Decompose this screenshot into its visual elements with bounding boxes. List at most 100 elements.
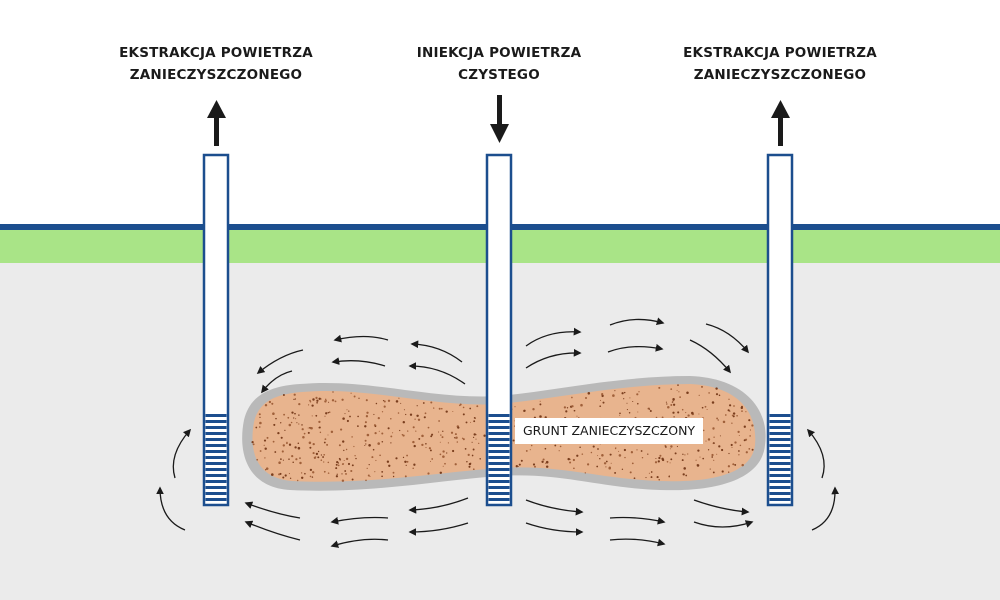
- speckle: [336, 461, 339, 464]
- flow-arrow: [609, 317, 665, 326]
- speckle: [354, 455, 356, 457]
- speckle: [309, 401, 312, 403]
- speckle: [298, 423, 300, 425]
- speckle: [473, 416, 476, 419]
- speckle: [661, 457, 664, 461]
- speckle: [708, 392, 710, 394]
- screen-slot: [488, 432, 510, 435]
- speckle: [425, 443, 427, 445]
- speckle: [413, 444, 416, 448]
- speckle: [358, 397, 360, 399]
- speckle: [320, 459, 323, 461]
- speckle: [706, 408, 708, 411]
- flow-arrow: [689, 339, 731, 374]
- speckle: [312, 471, 315, 474]
- speckle: [529, 449, 531, 451]
- speckle: [569, 458, 571, 460]
- speckle: [406, 454, 409, 457]
- speckle: [373, 413, 375, 416]
- speckle: [624, 456, 626, 459]
- speckle: [320, 454, 323, 456]
- speckle: [473, 420, 476, 423]
- screen-slot: [488, 444, 510, 447]
- speckle: [323, 461, 325, 463]
- speckle: [724, 414, 727, 416]
- speckle: [573, 409, 576, 412]
- speckle: [647, 453, 649, 455]
- flow-arrow: [609, 538, 666, 547]
- speckle: [467, 453, 470, 457]
- speckle: [601, 394, 604, 398]
- speckle: [324, 438, 327, 441]
- speckle: [636, 393, 639, 396]
- speckle: [311, 415, 313, 417]
- screen-slot: [205, 468, 227, 471]
- speckle: [335, 475, 339, 478]
- speckle: [311, 476, 314, 478]
- screen-slot: [205, 438, 227, 441]
- speckle: [377, 416, 380, 420]
- screen-slot: [769, 450, 791, 453]
- speckle: [659, 454, 662, 457]
- speckle: [282, 459, 284, 461]
- speckle: [576, 454, 579, 457]
- speckle: [655, 457, 657, 460]
- speckle: [430, 435, 433, 438]
- speckle: [681, 459, 684, 462]
- speckle: [323, 470, 326, 473]
- speckle: [365, 399, 368, 402]
- speckle: [259, 416, 261, 419]
- speckle: [632, 400, 634, 403]
- speckle: [347, 462, 351, 466]
- screen-slot: [205, 462, 227, 465]
- speckle: [682, 453, 684, 455]
- flow-arrow: [525, 327, 582, 347]
- speckle: [351, 464, 354, 467]
- speckle: [390, 417, 392, 420]
- speckle: [341, 473, 343, 475]
- well-left-screen: [205, 414, 227, 501]
- speckle: [274, 451, 277, 453]
- speckle: [272, 412, 275, 415]
- screen-slot: [205, 426, 227, 429]
- screen-slot: [488, 426, 510, 429]
- speckle: [599, 399, 602, 401]
- speckle: [699, 456, 701, 458]
- speckle: [745, 411, 747, 413]
- screen-slot: [205, 456, 227, 459]
- speckle: [592, 445, 595, 448]
- speckle: [357, 425, 359, 427]
- speckle: [445, 410, 448, 413]
- speckle: [748, 419, 751, 422]
- label-left-line2: ZANIECZYSZCZONEGO: [129, 67, 303, 83]
- flow-arrow: [331, 357, 386, 367]
- speckle: [283, 413, 286, 416]
- speckle: [341, 463, 344, 466]
- speckle: [295, 458, 298, 461]
- speckle: [375, 459, 377, 462]
- speckle: [601, 393, 604, 396]
- speckle: [395, 400, 399, 403]
- speckle: [626, 409, 628, 411]
- well-right-screen: [769, 414, 791, 501]
- speckle: [716, 453, 718, 455]
- speckle: [271, 473, 274, 476]
- speckle: [412, 426, 415, 429]
- speckle: [718, 394, 721, 397]
- speckle: [711, 453, 714, 457]
- speckle: [475, 438, 477, 440]
- speckle: [455, 436, 458, 439]
- speckle: [337, 464, 340, 467]
- speckle: [719, 435, 721, 437]
- speckle: [715, 387, 718, 390]
- speckle: [605, 466, 607, 468]
- speckle: [721, 470, 724, 473]
- speckle: [302, 435, 305, 439]
- speckle: [523, 409, 526, 412]
- speckle: [299, 457, 301, 459]
- arrow-up-left: [207, 100, 226, 146]
- speckle: [704, 405, 707, 408]
- speckle: [427, 426, 430, 429]
- speckle: [341, 479, 345, 482]
- speckle: [649, 409, 652, 413]
